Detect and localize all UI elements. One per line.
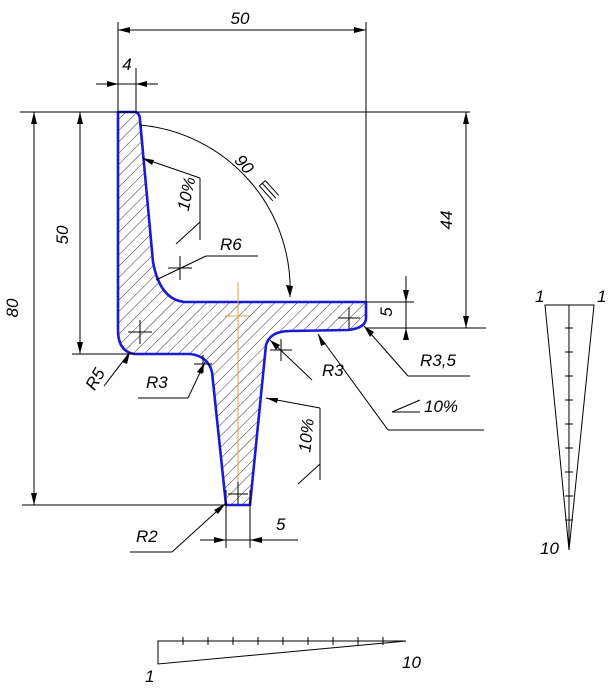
label-stem-width: 5: [276, 515, 286, 534]
angle-arc: [139, 124, 291, 298]
arrow-r35: [364, 326, 374, 337]
arrow-stem-right: [250, 537, 262, 543]
arrow-flange-bottom: [77, 342, 83, 354]
label-r3-left: R3: [146, 373, 168, 392]
label-taper-v-bottom: 10: [540, 539, 559, 558]
arrow-total-top: [31, 112, 37, 124]
arrow-thickness-top: [403, 290, 409, 302]
slope-top-marker: [175, 221, 201, 245]
arrow-angle-end: [286, 285, 293, 297]
arrow-slope-top: [142, 158, 154, 165]
label-flange-height: 50: [53, 225, 72, 244]
label-r2: R2: [136, 527, 158, 546]
profile-section: [116, 110, 368, 507]
label-r35: R3,5: [420, 351, 456, 370]
label-r3-right: R3: [322, 361, 344, 380]
angle-symbol: [258, 180, 280, 202]
label-slope-top: 10%: [174, 175, 200, 212]
arrow-slope-right: [318, 334, 326, 346]
label-taper-v-top-left: 1: [535, 287, 544, 306]
taper-gauge-vertical: [544, 304, 595, 551]
label-r5: R5: [82, 365, 110, 394]
label-top-width: 50: [231, 9, 250, 28]
arrow-r5: [122, 352, 130, 364]
arrow-slope-stem: [266, 398, 278, 403]
arrow-web-left: [107, 81, 118, 87]
slope-stem-marker: [297, 463, 321, 485]
arrow-upper-bottom: [463, 316, 469, 328]
label-taper-h-left: 1: [145, 667, 154, 686]
label-taper-v-top-right: 1: [597, 287, 606, 306]
label-taper-h-right: 10: [402, 653, 421, 672]
arrow-top-width-right: [354, 27, 366, 33]
label-upper-height: 44: [437, 211, 456, 230]
arrow-flange-top: [77, 112, 83, 124]
label-r6: R6: [220, 235, 242, 254]
label-slope-right: 10%: [424, 397, 458, 416]
label-total-height: 80: [3, 298, 22, 317]
label-slope-stem: 10%: [295, 418, 317, 454]
arrow-web-right: [136, 81, 147, 87]
slope-right-marker: [391, 399, 421, 413]
arrow-r3-left: [197, 362, 205, 374]
label-right-thickness: 5: [377, 307, 396, 317]
leader-slope-right: [317, 333, 389, 431]
taper-gauge-horizontal: [157, 637, 407, 665]
arrow-top-width-left: [118, 27, 130, 33]
arrow-stem-left: [214, 537, 226, 543]
arrow-r2: [214, 503, 226, 514]
arrow-r3-right: [270, 340, 280, 350]
arrow-upper-top: [463, 112, 469, 124]
arrow-total-bottom: [31, 493, 37, 505]
arrow-thickness-bottom: [403, 328, 409, 340]
label-angle: 90: [231, 151, 258, 178]
label-web-thickness: 4: [122, 55, 131, 74]
